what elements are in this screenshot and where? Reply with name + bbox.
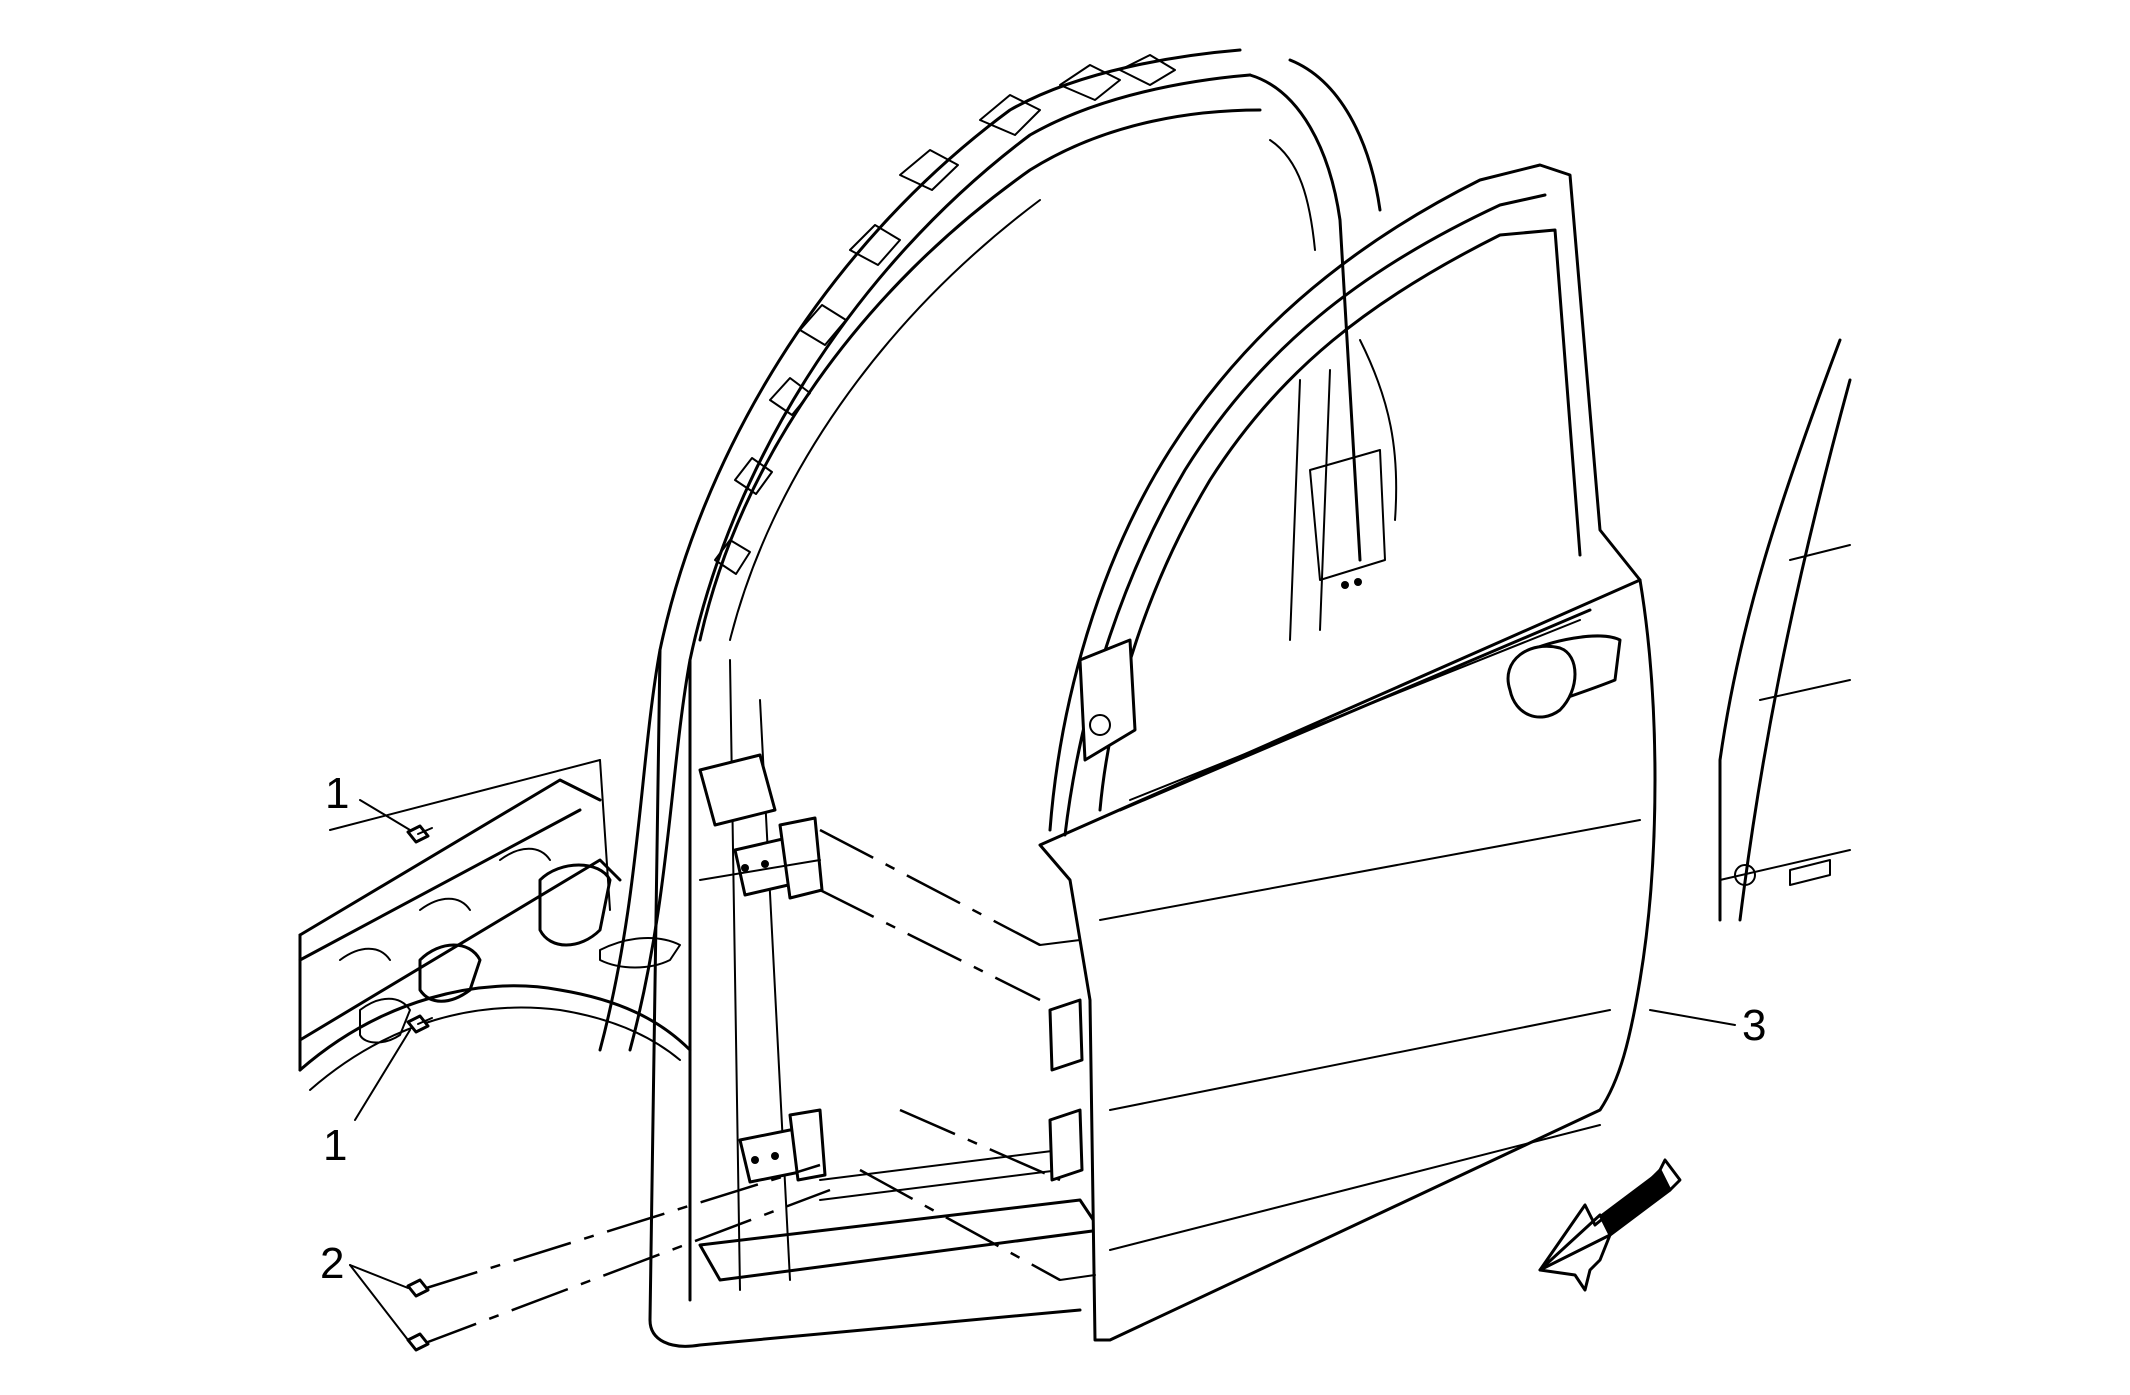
leader-lines <box>349 799 1736 1341</box>
body-structure <box>298 48 1382 1348</box>
upper-hinge <box>698 753 824 900</box>
front-door <box>1038 163 1657 1342</box>
rear-body <box>1718 338 1852 922</box>
arrow-icon <box>1538 1158 1682 1292</box>
callout-2: 2 <box>320 1239 344 1288</box>
fender-structure <box>298 759 681 1072</box>
bolt-lower-1 <box>406 1014 433 1034</box>
callout-3: 3 <box>1742 1001 1766 1050</box>
lower-hinge <box>738 1108 827 1184</box>
callout-1-lower: 1 <box>323 1121 347 1170</box>
bolt-2a <box>406 1278 430 1298</box>
alignment-lines <box>419 828 1096 1347</box>
bolt-upper-1 <box>406 824 433 844</box>
bolt-2b <box>406 1332 430 1352</box>
bolts <box>406 824 433 1352</box>
callout-1-upper: 1 <box>325 769 349 818</box>
